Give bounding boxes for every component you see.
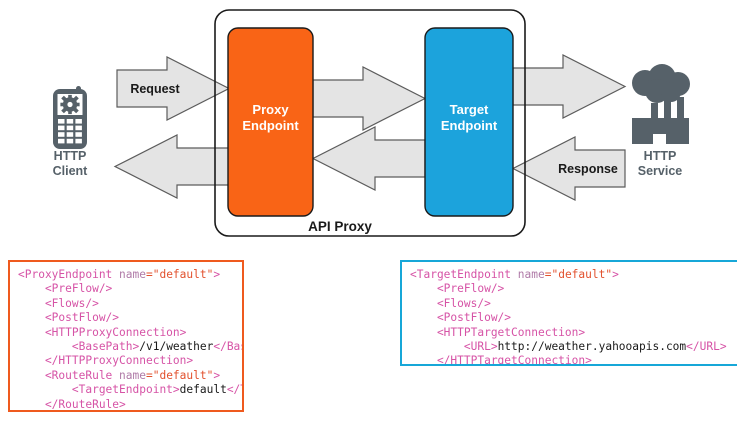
code-line: <PostFlow/>	[18, 311, 242, 325]
code-token: </TargetEndpoint>	[226, 383, 242, 397]
code-line: <RouteRule name="default">	[18, 369, 242, 383]
http-service-label-line2: Service	[638, 164, 683, 178]
http-service-label-line1: HTTP	[644, 149, 677, 163]
proxy-endpoint-config-block: <ProxyEndpoint name="default"> <PreFlow/…	[8, 260, 244, 412]
request-arrow	[116, 56, 231, 121]
code-token: ="default"	[145, 268, 214, 281]
code-token: <BasePath>	[18, 340, 140, 354]
code-token: <HTTPProxyConnection>	[18, 325, 187, 339]
code-token: </HTTPProxyConnection>	[18, 354, 194, 368]
code-line: <PreFlow/>	[410, 282, 737, 296]
code-line: <PreFlow/>	[18, 282, 242, 296]
proxy-endpoint-label-line1: Proxy	[252, 102, 289, 117]
code-line: <PostFlow/>	[410, 311, 737, 325]
code-line: <BasePath>/v1/weather</BasePath>	[18, 340, 242, 354]
request-arrow-label: Request	[130, 82, 180, 96]
code-line: </HTTPTargetConnection>	[410, 354, 737, 366]
cloud-factory-icon	[632, 64, 690, 144]
code-line: <Flows/>	[410, 297, 737, 311]
code-token: default	[179, 383, 227, 397]
code-token: <ProxyEndpoint	[18, 268, 113, 281]
http-client-label-line1: HTTP	[54, 149, 87, 163]
code-token: name	[112, 268, 146, 281]
response-arrow-label: Response	[558, 162, 618, 176]
code-token: >	[213, 368, 221, 382]
mobile-phone-gear-icon	[53, 86, 87, 149]
code-line: <TargetEndpoint name="default">	[410, 268, 737, 282]
code-token: <TargetEndpoint>	[18, 383, 180, 397]
code-token: </BasePath>	[213, 340, 244, 354]
code-token: <Flows/>	[18, 296, 99, 310]
code-token: >	[612, 268, 619, 281]
code-token: /v1/weather	[139, 340, 214, 354]
code-token: ="default"	[544, 268, 613, 281]
code-line: <ProxyEndpoint name="default">	[18, 268, 242, 282]
api-proxy-caption: API Proxy	[308, 219, 372, 234]
code-line: <HTTPTargetConnection>	[410, 326, 737, 340]
code-line: <TargetEndpoint>default</TargetEndpoint>	[18, 383, 242, 397]
code-token: </URL>	[686, 340, 727, 354]
code-token: </RouteRule>	[18, 397, 126, 411]
target-to-proxy-arrow	[311, 126, 426, 191]
code-token: name	[112, 368, 146, 382]
code-token: http://weather.yahooapis.com	[497, 340, 687, 354]
target-endpoint-config-block: <TargetEndpoint name="default"> <PreFlow…	[400, 260, 737, 366]
proxy-endpoint-box[interactable]	[227, 27, 314, 217]
service-to-target-arrow	[511, 136, 626, 201]
target-endpoint-label-line2: Endpoint	[441, 118, 498, 133]
code-token: <PreFlow/>	[410, 282, 505, 296]
code-token: <PostFlow/>	[18, 311, 120, 325]
target-endpoint-label-line1: Target	[450, 102, 489, 117]
code-token: <URL>	[410, 340, 498, 354]
target-to-service-arrow	[512, 54, 627, 119]
api-proxy-diagram: HTTP Client HTTP Service	[53, 9, 690, 237]
code-token: name	[511, 268, 545, 281]
code-token: <TargetEndpoint	[410, 268, 512, 281]
code-token: <PreFlow/>	[18, 282, 113, 296]
proxy-to-client-arrow	[113, 134, 230, 199]
code-line: </RouteRule>	[18, 397, 242, 411]
target-endpoint-box[interactable]	[424, 27, 514, 217]
code-token: <HTTPTargetConnection>	[410, 325, 586, 339]
code-line: <URL>http://weather.yahooapis.com</URL>	[410, 340, 737, 354]
code-token: >	[213, 268, 221, 281]
http-client-label-line2: Client	[53, 164, 89, 178]
code-token: <PostFlow/>	[410, 311, 512, 325]
code-token: <RouteRule	[18, 368, 113, 382]
code-token: <Flows/>	[410, 296, 491, 310]
code-token: </HTTPTargetConnection>	[410, 354, 592, 366]
api-proxy-container	[214, 9, 526, 237]
proxy-to-target-arrow	[312, 66, 427, 131]
proxy-endpoint-label-line2: Endpoint	[242, 118, 299, 133]
code-line: <HTTPProxyConnection>	[18, 326, 242, 340]
code-line: <Flows/>	[18, 297, 242, 311]
code-token: ="default"	[145, 368, 214, 382]
code-line: </HTTPProxyConnection>	[18, 354, 242, 368]
